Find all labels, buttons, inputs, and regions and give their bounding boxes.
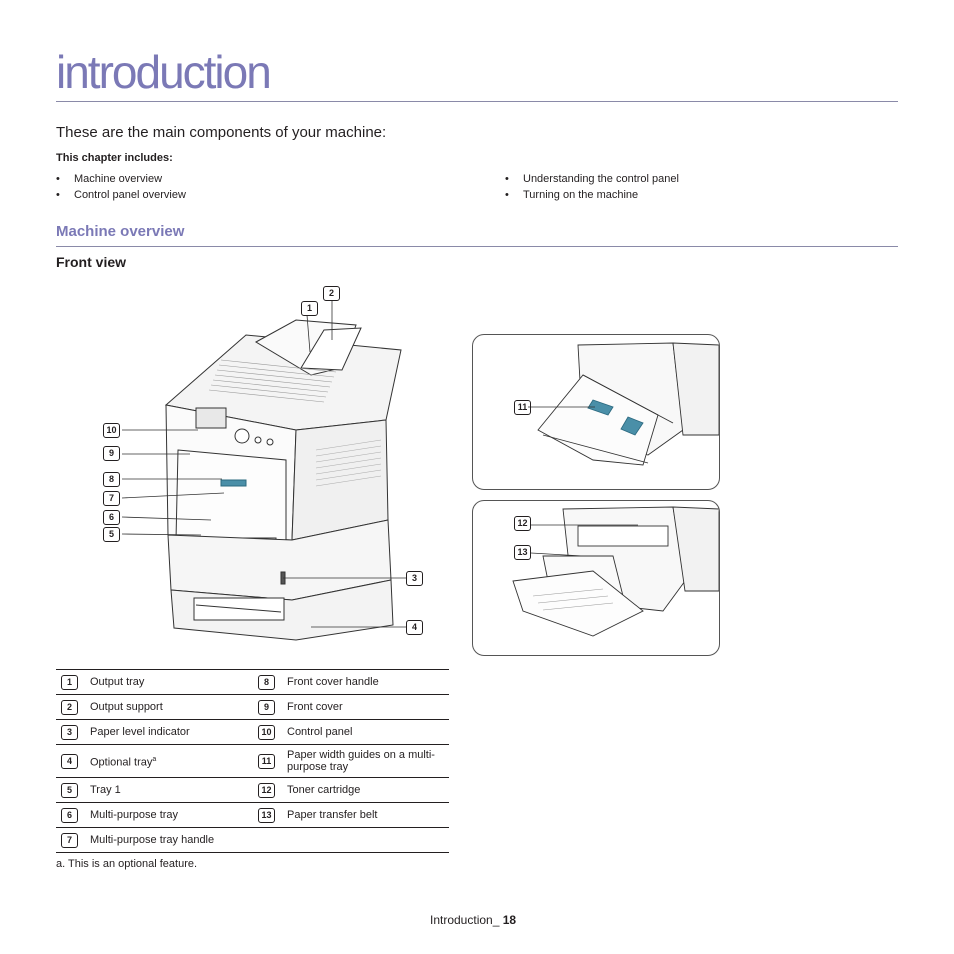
callout-3: 3 (406, 571, 423, 586)
parts-table: 1 Output tray 8 Front cover handle 2 Out… (56, 669, 449, 853)
part-label: Multi-purpose tray handle (90, 827, 253, 853)
subsection-title: Front view (56, 254, 127, 270)
section-divider (56, 246, 898, 247)
part-number: 3 (61, 724, 78, 740)
callout-10: 10 (103, 423, 120, 438)
table-row: 7 Multi-purpose tray handle (56, 827, 449, 853)
part-label: Paper transfer belt (287, 802, 449, 828)
part-number: 12 (258, 782, 275, 798)
part-number: 5 (61, 782, 78, 798)
page-title: introduction (56, 46, 272, 98)
part-number: 4 (61, 753, 78, 769)
part-label: Toner cartridge (287, 777, 449, 803)
part-label-with-footnote: Optional traya (90, 744, 253, 778)
section-title: Machine overview (56, 223, 185, 240)
part-label: Output tray (90, 669, 253, 695)
toner-detail-illustration (472, 500, 720, 656)
chapter-link-control-panel-overview[interactable]: Control panel overview (56, 187, 186, 203)
part-label: Tray 1 (90, 777, 253, 803)
part-number: 9 (258, 699, 275, 715)
part-label: Paper width guides on a multi-purpose tr… (287, 744, 449, 778)
callout-7: 7 (103, 491, 120, 506)
table-row: 1 Output tray 8 Front cover handle (56, 669, 449, 695)
chapter-link-machine-overview[interactable]: Machine overview (56, 171, 186, 187)
part-number: 1 (61, 674, 78, 690)
part-label: Front cover handle (287, 669, 449, 695)
part-label: Front cover (287, 694, 449, 720)
footer-label: Introduction_ (430, 913, 500, 927)
part-number: 6 (61, 807, 78, 823)
chapter-includes-label: This chapter includes: (56, 152, 173, 164)
mp-tray-detail-illustration (472, 334, 720, 490)
callout-13: 13 (514, 545, 531, 560)
empty-cell (287, 827, 449, 853)
table-footnote: a. This is an optional feature. (56, 858, 198, 870)
part-label: Multi-purpose tray (90, 802, 253, 828)
intro-text: These are the main components of your ma… (56, 124, 387, 141)
chapter-list-left: Machine overview Control panel overview (56, 171, 186, 203)
callout-8: 8 (103, 472, 120, 487)
callout-9: 9 (103, 446, 120, 461)
callout-11: 11 (514, 400, 531, 415)
part-number: 13 (258, 807, 275, 823)
part-label: Paper level indicator (90, 719, 253, 745)
part-label: Optional tray (90, 756, 153, 769)
callout-6: 6 (103, 510, 120, 525)
callout-1: 1 (301, 301, 318, 316)
table-row: 3 Paper level indicator 10 Control panel (56, 719, 449, 745)
part-label: Control panel (287, 719, 449, 745)
printer-front-view-illustration (96, 280, 436, 650)
chapter-list-right: Understanding the control panel Turning … (505, 171, 679, 203)
table-row: 5 Tray 1 12 Toner cartridge (56, 777, 449, 803)
part-number: 8 (258, 674, 275, 690)
part-number: 11 (258, 753, 275, 769)
page-footer: Introduction_ 18 (430, 913, 516, 927)
part-number: 10 (258, 724, 275, 740)
callout-4: 4 (406, 620, 423, 635)
chapter-link-turning-on-machine[interactable]: Turning on the machine (505, 187, 679, 203)
title-divider (56, 101, 898, 102)
empty-cell (253, 827, 287, 853)
table-row: 4 Optional traya 11 Paper width guides o… (56, 744, 449, 778)
callout-12: 12 (514, 516, 531, 531)
part-number: 7 (61, 832, 78, 848)
table-row: 2 Output support 9 Front cover (56, 694, 449, 720)
part-label: Output support (90, 694, 253, 720)
table-row: 6 Multi-purpose tray 13 Paper transfer b… (56, 802, 449, 828)
page-number: 18 (502, 913, 517, 927)
footnote-marker[interactable]: a (152, 755, 157, 763)
part-number: 2 (61, 699, 78, 715)
chapter-link-understanding-control-panel[interactable]: Understanding the control panel (505, 171, 679, 187)
callout-2: 2 (323, 286, 340, 301)
callout-5: 5 (103, 527, 120, 542)
